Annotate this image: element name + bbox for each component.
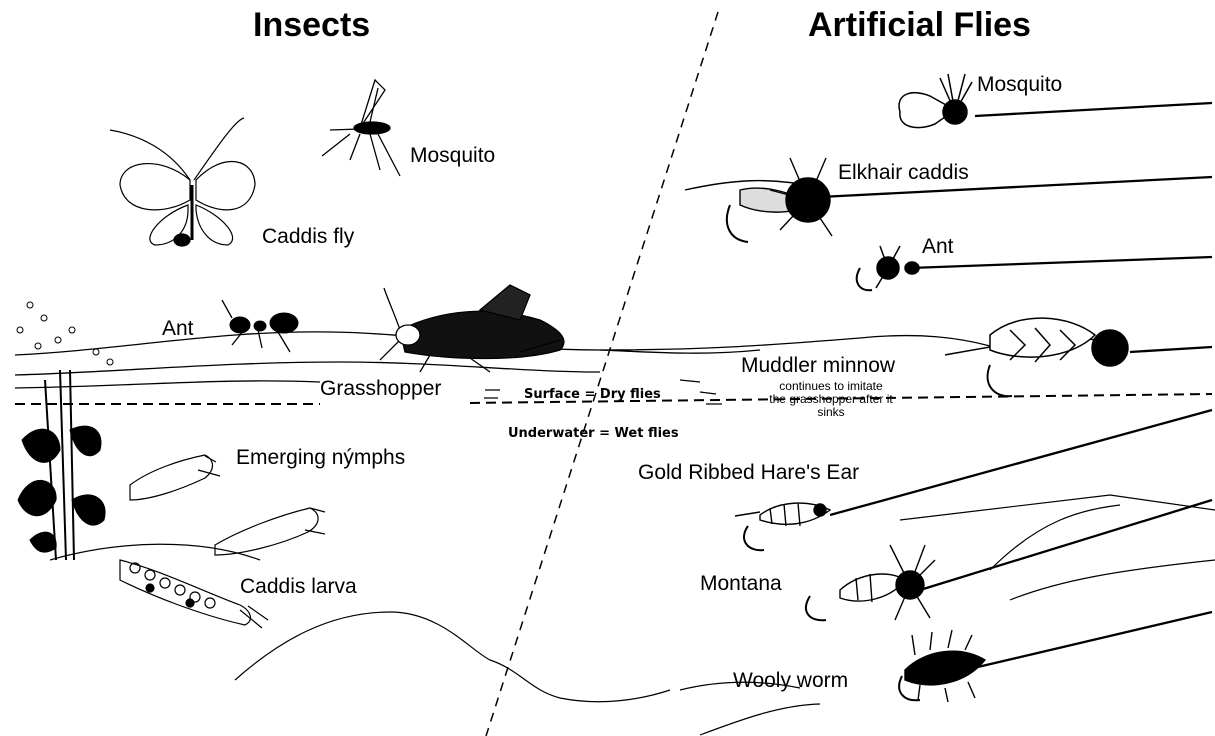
label-fly-elkhair-caddis: Elkhair caddis [838, 162, 969, 183]
grasshopper-drawing [380, 285, 564, 372]
label-insect-ant: Ant [162, 318, 194, 339]
label-emerging-nymphs: Emerging nýmphs [236, 447, 405, 468]
stream-bottom [50, 495, 1215, 735]
title-insects: Insects [253, 8, 370, 42]
title-artificial-flies: Artificial Flies [808, 8, 1031, 42]
muddler-note-line-3: sinks [746, 406, 916, 419]
label-grasshopper: Grasshopper [320, 378, 441, 399]
fly-montana-drawing [806, 545, 935, 620]
divider-line [486, 12, 718, 736]
label-surface-dry-flies: Surface = Dry flies [524, 388, 661, 401]
caddis-fly-drawing [110, 118, 255, 246]
fly-gold-ribbed-drawing [735, 503, 830, 550]
muddler-minnow-note: continues to imitate the grasshopper aft… [746, 380, 916, 420]
fly-mosquito-drawing [899, 74, 972, 128]
label-fly-mosquito: Mosquito [977, 74, 1062, 95]
ant-insect-drawing [222, 300, 298, 352]
aquatic-plants [17, 302, 113, 560]
label-montana: Montana [700, 573, 782, 594]
fly-elkhair-caddis-drawing [685, 158, 832, 242]
fly-muddler-minnow-drawing [945, 318, 1128, 396]
label-muddler-minnow: Muddler minnow [741, 355, 895, 376]
label-fly-ant: Ant [922, 236, 954, 257]
label-underwater-wet-flies: Underwater = Wet flies [508, 427, 679, 440]
label-caddis-fly: Caddis fly [262, 226, 354, 247]
label-gold-ribbed-hares-ear: Gold Ribbed Hare's Ear [638, 462, 859, 483]
fly-wooly-worm-drawing [899, 630, 985, 702]
mosquito-insect-drawing [322, 80, 400, 176]
label-insect-mosquito: Mosquito [410, 145, 495, 166]
fly-ant-drawing [857, 246, 919, 290]
label-caddis-larva: Caddis larva [240, 576, 357, 597]
label-wooly-worm: Wooly worm [733, 670, 848, 691]
emerging-nymphs-drawing [130, 455, 325, 555]
